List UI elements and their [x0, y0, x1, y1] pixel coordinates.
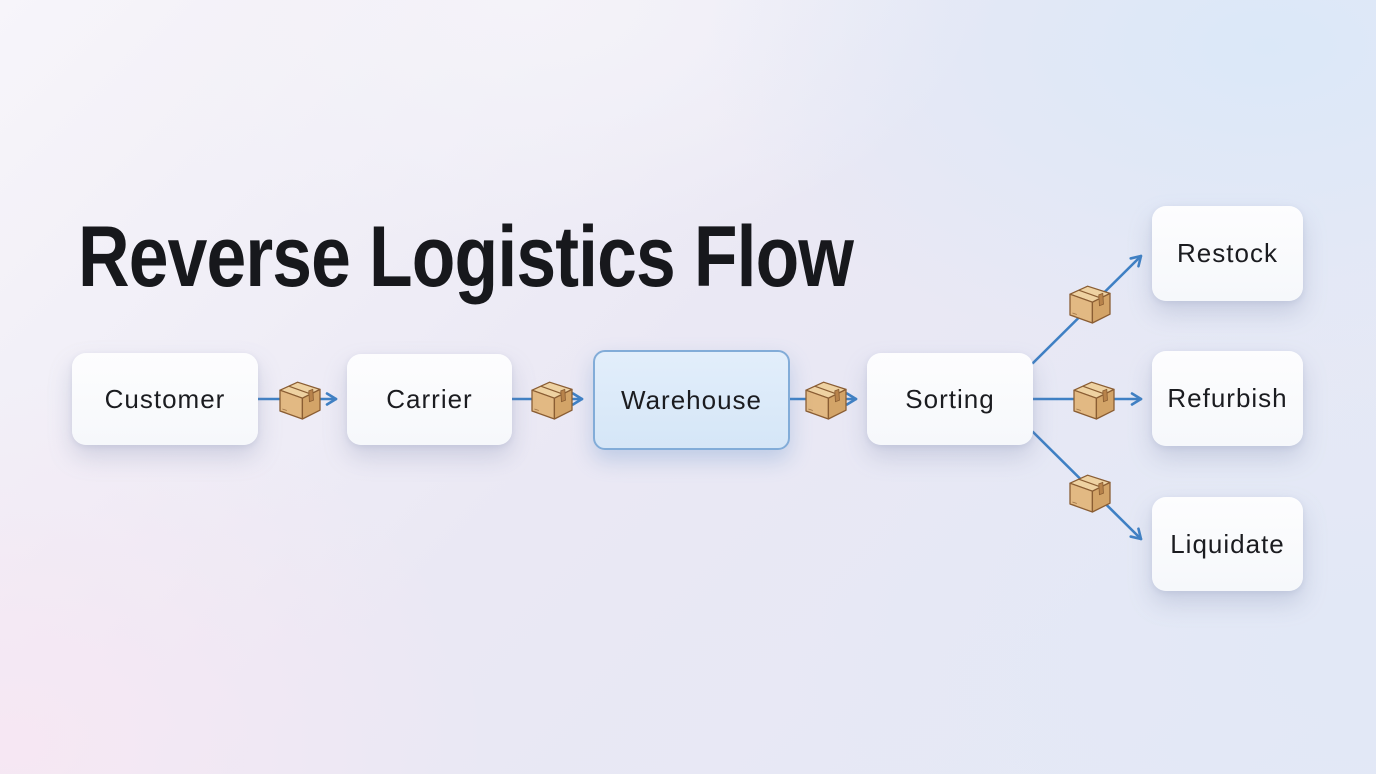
- node-sorting-label: Sorting: [905, 383, 995, 414]
- package-icon: [279, 381, 321, 420]
- node-warehouse: Warehouse: [593, 350, 790, 450]
- package-icon: [531, 381, 573, 420]
- package-icon: [1073, 381, 1115, 420]
- node-warehouse-label: Warehouse: [621, 384, 762, 415]
- package-icon: [1069, 285, 1111, 324]
- node-sorting: Sorting: [867, 353, 1033, 445]
- node-customer-label: Customer: [104, 383, 226, 414]
- package-icon: [805, 381, 847, 420]
- package-icon: [1069, 474, 1111, 513]
- node-liquidate: Liquidate: [1152, 497, 1303, 591]
- node-refurbish-label: Refurbish: [1167, 383, 1288, 413]
- page-title: Reverse Logistics Flow: [78, 208, 854, 305]
- node-restock: Restock: [1152, 206, 1303, 301]
- node-carrier-label: Carrier: [386, 384, 473, 414]
- node-refurbish: Refurbish: [1152, 351, 1303, 446]
- node-carrier: Carrier: [347, 354, 512, 445]
- node-customer: Customer: [72, 353, 258, 445]
- node-liquidate-label: Liquidate: [1170, 528, 1285, 559]
- node-restock-label: Restock: [1177, 238, 1278, 268]
